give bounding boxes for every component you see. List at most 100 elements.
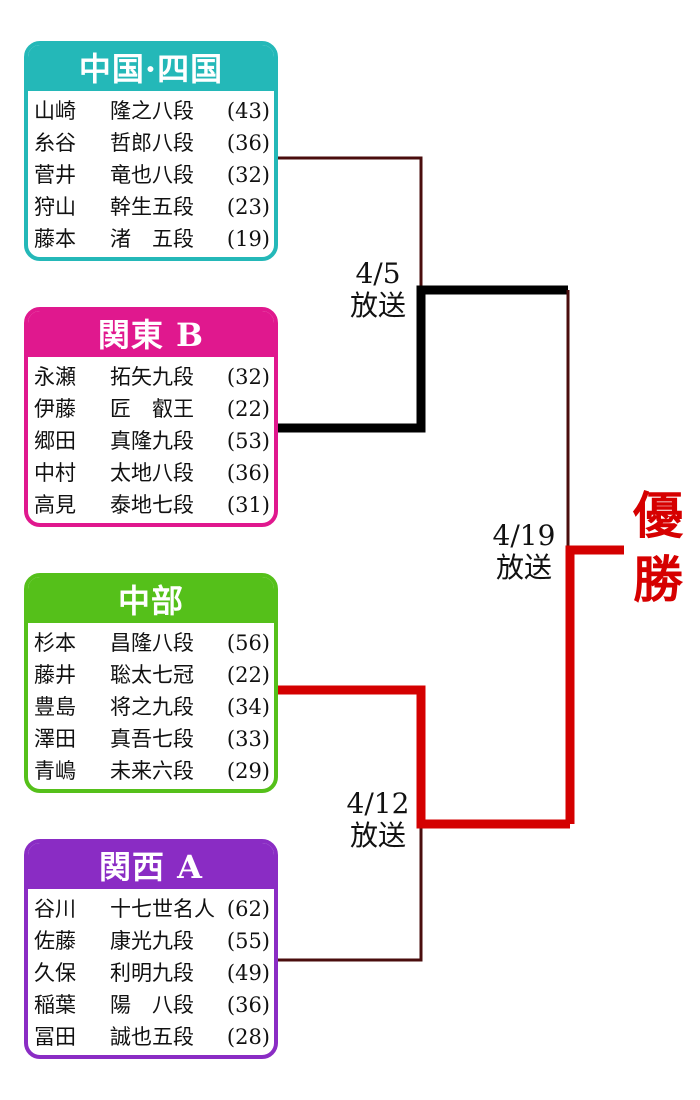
player-row: 藤井 聡太七冠 (22)	[34, 659, 274, 691]
semifinal-1-broadcast: 4/5 放送	[340, 258, 416, 322]
player-name: 豊島	[34, 695, 76, 719]
player-age: (62)	[226, 897, 270, 921]
player-rank: 匠 叡王	[110, 397, 194, 421]
player-rank: 渚 五段	[110, 227, 194, 251]
champion-char-2: 勝	[633, 550, 683, 609]
player-rank: 隆之八段	[110, 99, 194, 123]
bracket-line-chugoku-shikoku	[276, 156, 423, 290]
final-label: 放送	[495, 551, 552, 584]
player-age: (43)	[226, 99, 270, 123]
player-age: (31)	[226, 493, 270, 517]
semifinal-1-label: 放送	[349, 289, 406, 322]
player-rank: 利明九段	[110, 961, 194, 985]
player-rank: 真吾七段	[110, 727, 194, 751]
player-name: 久保	[34, 961, 76, 985]
player-name: 稲葉	[34, 993, 76, 1017]
player-row: 澤田 真吾七段 (33)	[34, 723, 274, 755]
team-card-chubu: 中部 杉本 昌隆八段 (56) 藤井 聡太七冠 (22) 豊島 将之九段 (34) 澤田 真吾…	[24, 573, 278, 793]
player-name: 青嶋	[34, 759, 76, 783]
player-row: 佐藤 康光九段 (55)	[34, 925, 274, 957]
champion-label: 優 勝	[626, 484, 690, 612]
player-age: (32)	[226, 365, 270, 389]
team-name: 中部	[28, 577, 274, 623]
player-row: 中村 太地八段 (36)	[34, 457, 274, 489]
player-age: (49)	[226, 961, 270, 985]
player-row: 山崎 隆之八段 (43)	[34, 95, 274, 127]
player-age: (32)	[226, 163, 270, 187]
player-rank: 竜也八段	[110, 163, 194, 187]
player-row: 藤本 渚 五段 (19)	[34, 223, 274, 255]
player-age: (23)	[226, 195, 270, 219]
player-row: 青嶋未来六段(29)	[34, 755, 274, 787]
bracket-line-chubu	[276, 685, 570, 829]
semifinal-2-broadcast: 4/12 放送	[338, 788, 418, 852]
player-name: 杉本	[34, 631, 76, 655]
semifinal-1-date: 4/5	[355, 257, 401, 290]
player-name: 澤田	[34, 727, 76, 751]
player-row: 杉本 昌隆八段 (56)	[34, 627, 274, 659]
player-age: (22)	[226, 663, 270, 687]
player-age: (56)	[226, 631, 270, 655]
bracket-line-kanto-b	[276, 285, 568, 433]
player-age: (19)	[226, 227, 270, 251]
player-name: 谷川	[34, 897, 76, 921]
player-age: (36)	[226, 461, 270, 485]
team-card-chugoku-shikoku: 中国·四国 山崎 隆之八段 (43) 糸谷 哲郎八段 (36) 菅井 竜也八段 (32) 狩…	[24, 41, 278, 261]
player-row: 冨田 誠也五段 (28)	[34, 1021, 274, 1053]
player-row: 永瀬拓矢九段(32)	[34, 361, 274, 393]
player-name: 中村	[34, 461, 76, 485]
player-age: (28)	[226, 1025, 270, 1049]
final-date: 4/19	[492, 519, 556, 552]
player-row: 谷川 十七世名人 (62)	[34, 893, 274, 925]
semifinal-2-label: 放送	[349, 819, 406, 852]
player-name: 冨田	[34, 1025, 76, 1049]
team-name: 中国·四国	[28, 45, 274, 91]
player-name: 狩山	[34, 195, 76, 219]
player-rank: 幹生五段	[110, 195, 194, 219]
player-row: 稲葉 陽 八段 (36)	[34, 989, 274, 1021]
player-age: (53)	[226, 429, 270, 453]
player-row: 糸谷 哲郎八段 (36)	[34, 127, 274, 159]
player-name: 糸谷	[34, 131, 76, 155]
player-rank: 陽 八段	[110, 993, 194, 1017]
player-name: 山崎	[34, 99, 76, 123]
player-row: 久保 利明九段 (49)	[34, 957, 274, 989]
semifinal-2-date: 4/12	[346, 787, 410, 820]
player-row: 豊島 将之九段 (34)	[34, 691, 274, 723]
player-name: 菅井	[34, 163, 76, 187]
bracket-line-kansai-a	[276, 824, 423, 962]
player-row: 高見 泰地七段 (31)	[34, 489, 274, 521]
champion-char-1: 優	[633, 486, 683, 545]
team-card-kansai-a: 関西 A 谷川 十七世名人 (62) 佐藤 康光九段 (55) 久保 利明九段 (49) 稲…	[24, 839, 278, 1059]
player-row: 狩山 幹生五段 (23)	[34, 191, 274, 223]
player-age: (55)	[226, 929, 270, 953]
player-rank: 康光九段	[110, 929, 194, 953]
player-row: 菅井 竜也八段 (32)	[34, 159, 274, 191]
player-rank: 誠也五段	[110, 1025, 194, 1049]
player-rank: 聡太七冠	[110, 663, 194, 687]
player-name: 藤井	[34, 663, 76, 687]
team-card-kanto-b: 関東 B 永瀬拓矢九段(32) 伊藤匠 叡王(22) 郷田真隆九段(53) 中村…	[24, 307, 278, 527]
player-name: 高見	[34, 493, 76, 517]
player-rank: 十七世名人	[110, 897, 215, 921]
player-rank: 泰地七段	[110, 493, 194, 517]
player-name: 郷田	[34, 429, 76, 453]
player-rank: 将之九段	[110, 695, 194, 719]
player-row: 伊藤匠 叡王(22)	[34, 393, 274, 425]
player-rank: 昌隆八段	[110, 631, 194, 655]
team-name: 関西 A	[28, 843, 274, 889]
player-rank: 未来六段	[110, 759, 194, 783]
final-broadcast: 4/19 放送	[484, 520, 564, 584]
player-age: (36)	[226, 993, 270, 1017]
player-age: (36)	[226, 131, 270, 155]
player-name: 永瀬	[34, 365, 76, 389]
player-name: 佐藤	[34, 929, 76, 953]
player-age: (33)	[226, 727, 270, 751]
player-rank: 哲郎八段	[110, 131, 194, 155]
player-name: 伊藤	[34, 397, 76, 421]
player-age: (34)	[226, 695, 270, 719]
player-rank: 真隆九段	[110, 429, 194, 453]
player-rank: 太地八段	[110, 461, 194, 485]
player-name: 藤本	[34, 227, 76, 251]
